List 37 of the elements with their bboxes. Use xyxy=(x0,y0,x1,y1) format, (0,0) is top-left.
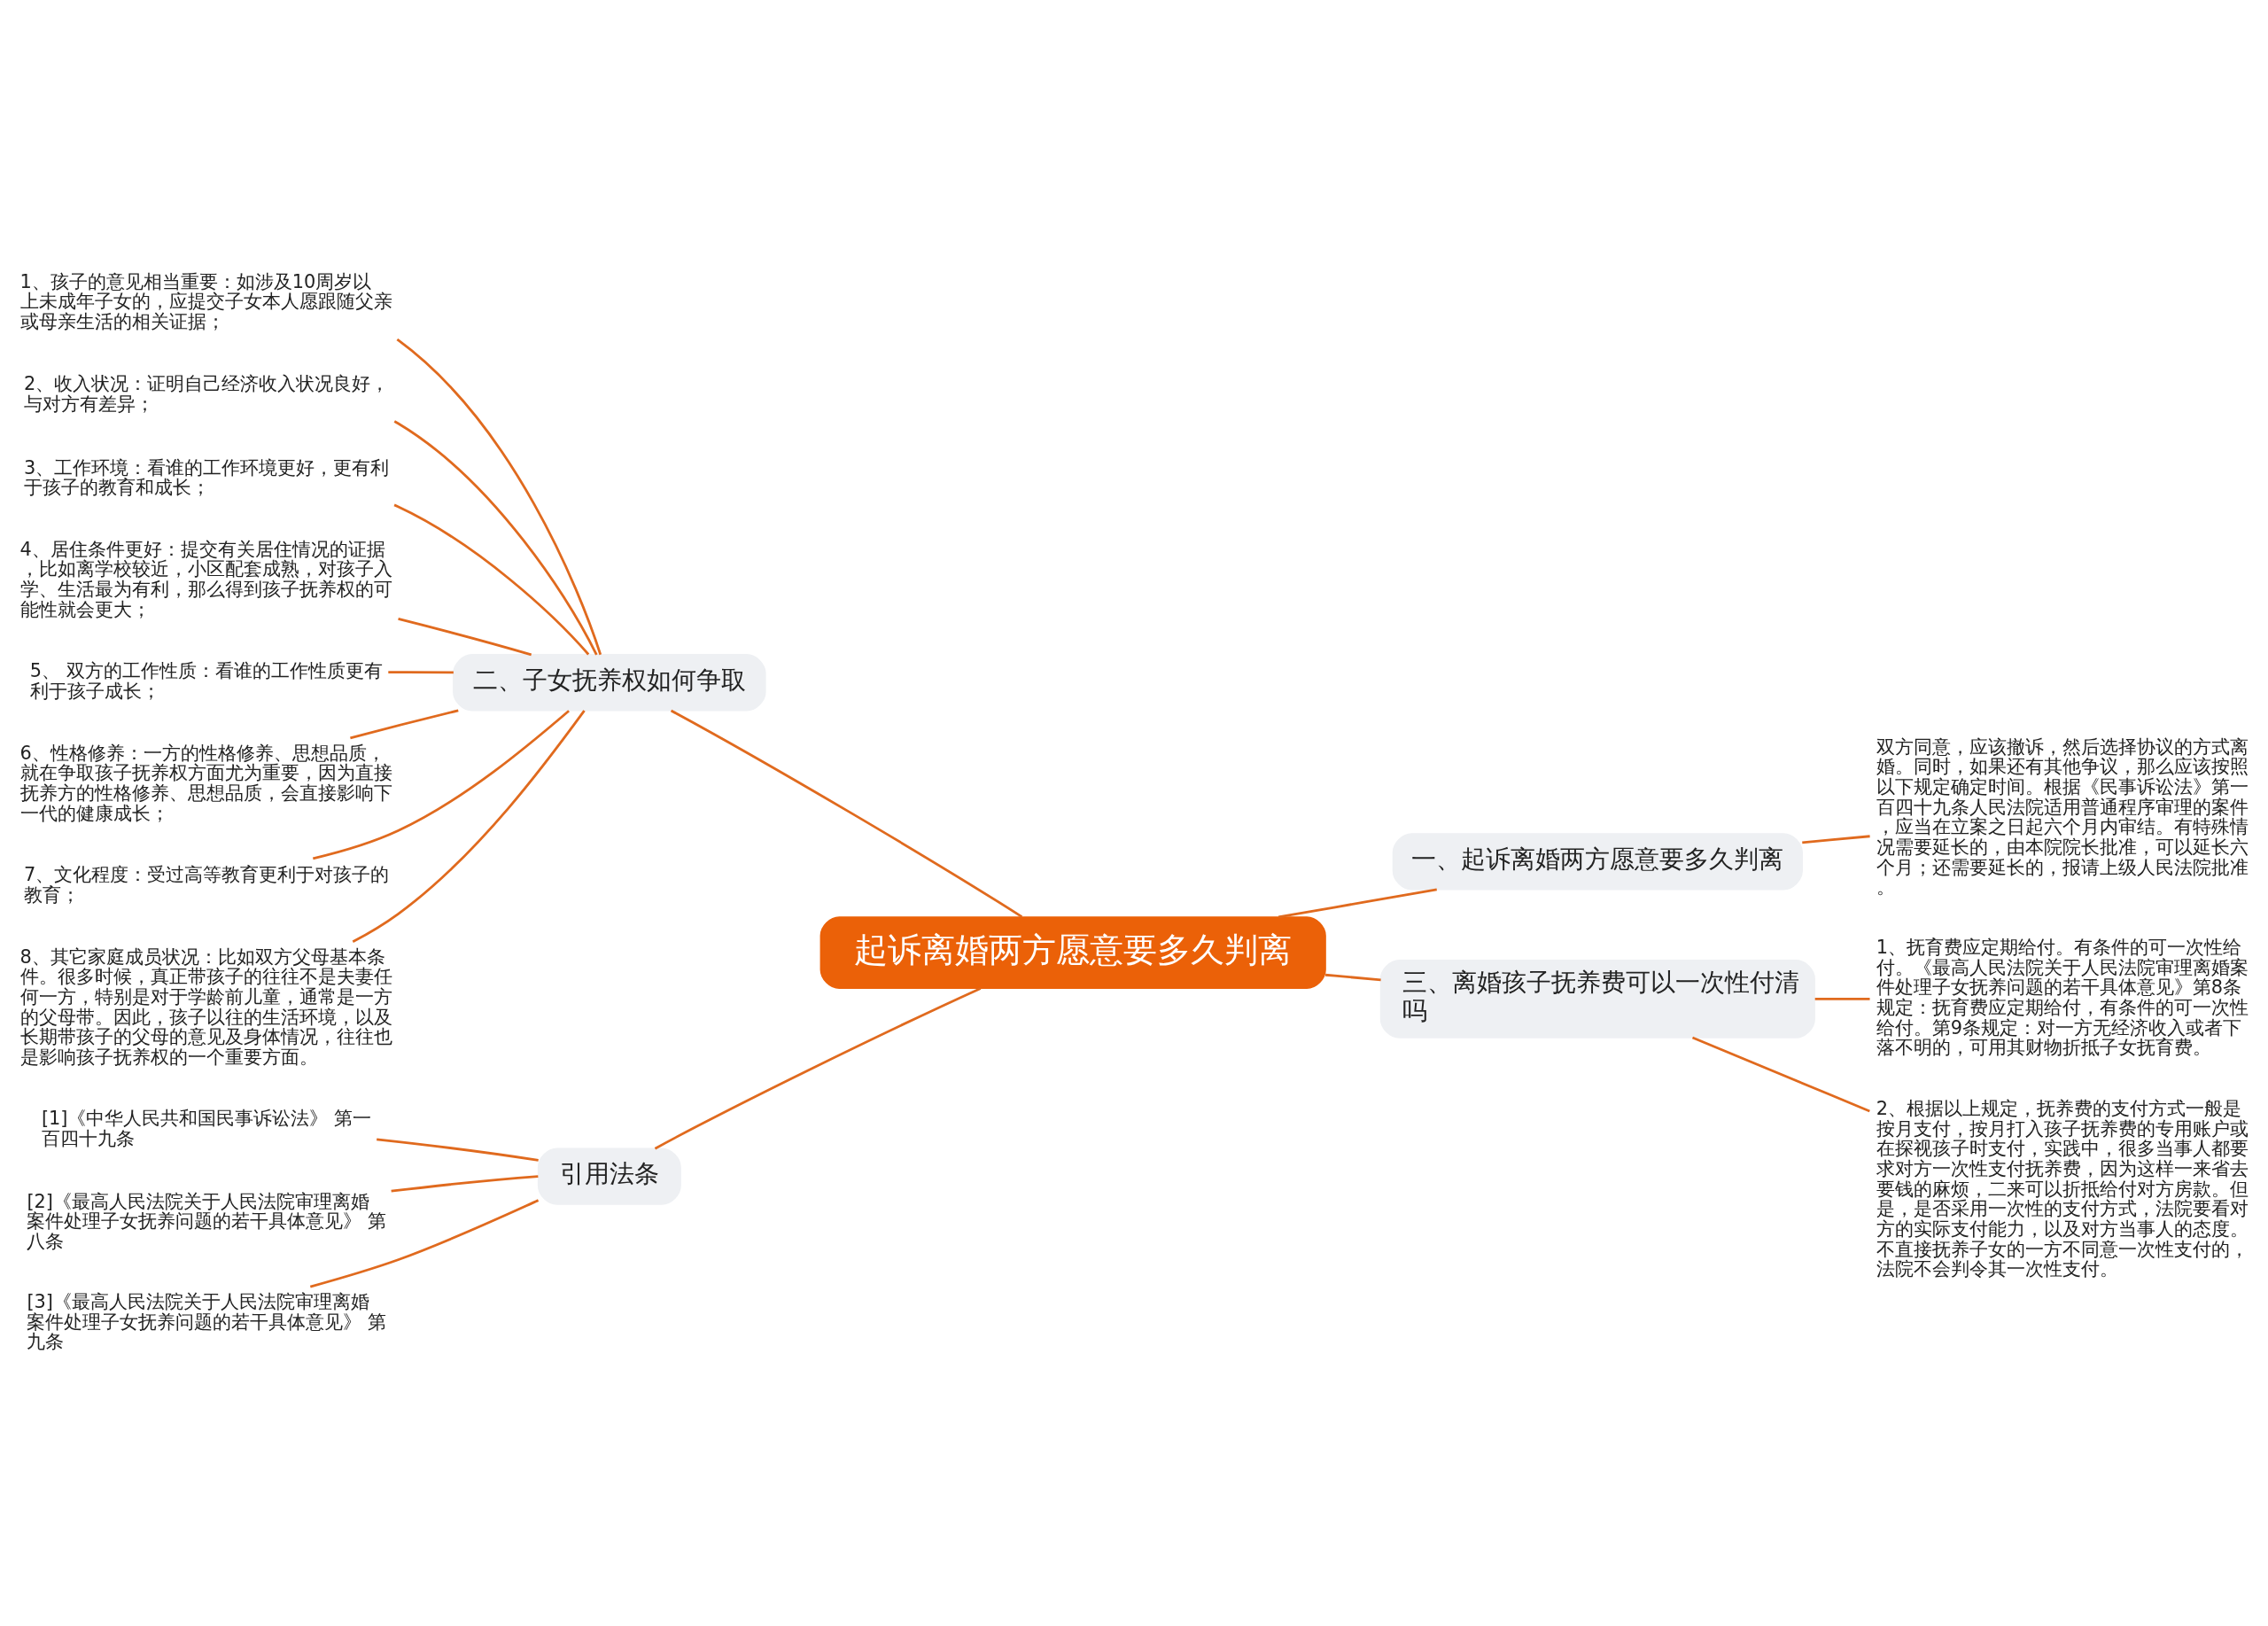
node-text: 1、孩子的意见相当重要：如涉及10周岁以上未成年子女的，应提交子女本人愿跟随父亲或母亲生活的相关证据； xyxy=(19,270,392,332)
connector xyxy=(350,709,459,740)
connector xyxy=(393,503,590,656)
node-text: 2、根据以上规定，抚养费的支付方式一般是按月支付，按月打入孩子抚养费的专用账户或在探视孩子时支付，实践中，很多当事人都要求对方一次性支付抚养费，因为这样一来省去要钱的麻烦，二来可以折抵给付对方房款。但是，是否采用一次性的支付方式，法院要看对方的实际支付能力，以及对方当事人的态度。不直接抚养子女的一方不同意一次性支付的，法院不会判令其一次性支付。 xyxy=(1876,1098,2249,1280)
connector xyxy=(1802,835,1870,844)
connector xyxy=(388,671,454,674)
node-box: 一、起诉离婚两方愿意要多久判离 xyxy=(1392,833,1803,891)
node-text: [2]《最高人民法院关于人民法院审理离婚案件处理子女抚养问题的若干具体意见》 第八条 xyxy=(27,1190,387,1252)
node-text: 4、居住条件更好：提交有关居住情况的证据，比如离学校较近，小区配套成熟，对孩子入学、生活最为有利，那么得到孩子抚养权的可能性就会更大； xyxy=(19,538,392,620)
node-text: 5、 双方的工作性质：看谁的工作性质更有利于孩子成长； xyxy=(29,660,383,703)
node-text: 6、性格修养：一方的性格修养、思想品质，就在争取孩子抚养权方面尤为重要，因为直接抚养方的性格修养、思想品质，会直接影响下一代的健康成长； xyxy=(19,742,392,824)
connector xyxy=(352,710,586,943)
node-text: [1]《中华人民共和国民事诉讼法》 第一百四十九条 xyxy=(41,1108,372,1150)
node-text: 8、其它家庭成员状况：比如双方父母基本条件。很多时候，真正带孩子的往往不是夫妻任何一方，特别是对于学龄前儿童，通常是一方的父母带。因此，孩子以往的生活环境，以及长期带孩子的父母的意见及身体情况，往往也是影响孩子抚养权的一个重要方面。 xyxy=(19,945,392,1068)
node-text: 7、文化程度：受过高等教育更利于对孩子的教育； xyxy=(23,864,390,906)
node-text: 3、工作环境：看谁的工作环境更好，更有利于孩子的教育和成长； xyxy=(23,456,390,499)
connector xyxy=(1691,1036,1870,1113)
node-box: 三、离婚孩子抚养费可以一次性付清吗 xyxy=(1379,959,1815,1039)
connector xyxy=(1278,888,1437,919)
connector xyxy=(391,1175,539,1193)
node-text: [3]《最高人民法院关于人民法院审理离婚案件处理子女抚养问题的若干具体意见》 第九条 xyxy=(27,1290,387,1353)
connector xyxy=(398,618,532,657)
connector xyxy=(377,1138,539,1162)
connector xyxy=(1324,973,1381,982)
node-box: 引用法条 xyxy=(537,1148,681,1205)
connector xyxy=(1814,997,1870,1000)
node-box: 起诉离婚两方愿意要多久判离 xyxy=(819,916,1326,990)
node-text: 2、收入状况：证明自己经济收入状况良好，与对方有差异； xyxy=(23,373,390,416)
connector xyxy=(313,710,570,860)
connector xyxy=(654,987,982,1150)
connector xyxy=(670,709,1023,918)
connector xyxy=(309,1199,540,1288)
node-box: 二、子女抚养权如何争取 xyxy=(453,654,766,712)
connector xyxy=(396,338,602,656)
node-text: 双方同意，应该撤诉，然后选择协议的方式离婚。同时，如果还有其他争议，那么应该按照以下规定确定时间。根据《民事诉讼法》第一百四十九条人民法院适用普通程序审理的案件，应当在立案之日起六个月内审结。有特殊情况需要延长的，由本院院长批准，可以延长六个月；还需要延长的，报请上级人民法院批准。 xyxy=(1876,735,2249,899)
node-text: 1、抚育费应定期给付。有条件的可一次性给付。《最高人民法院关于人民法院审理离婚案件处理子女抚养问题的若干具体意见》第8条规定：抚育费应定期给付，有条件的可一次性给付。第9条规定：对一方无经济收入或者下落不明的，可用其财物折抵子女抚育费。 xyxy=(1876,937,2249,1059)
connector xyxy=(393,420,598,656)
